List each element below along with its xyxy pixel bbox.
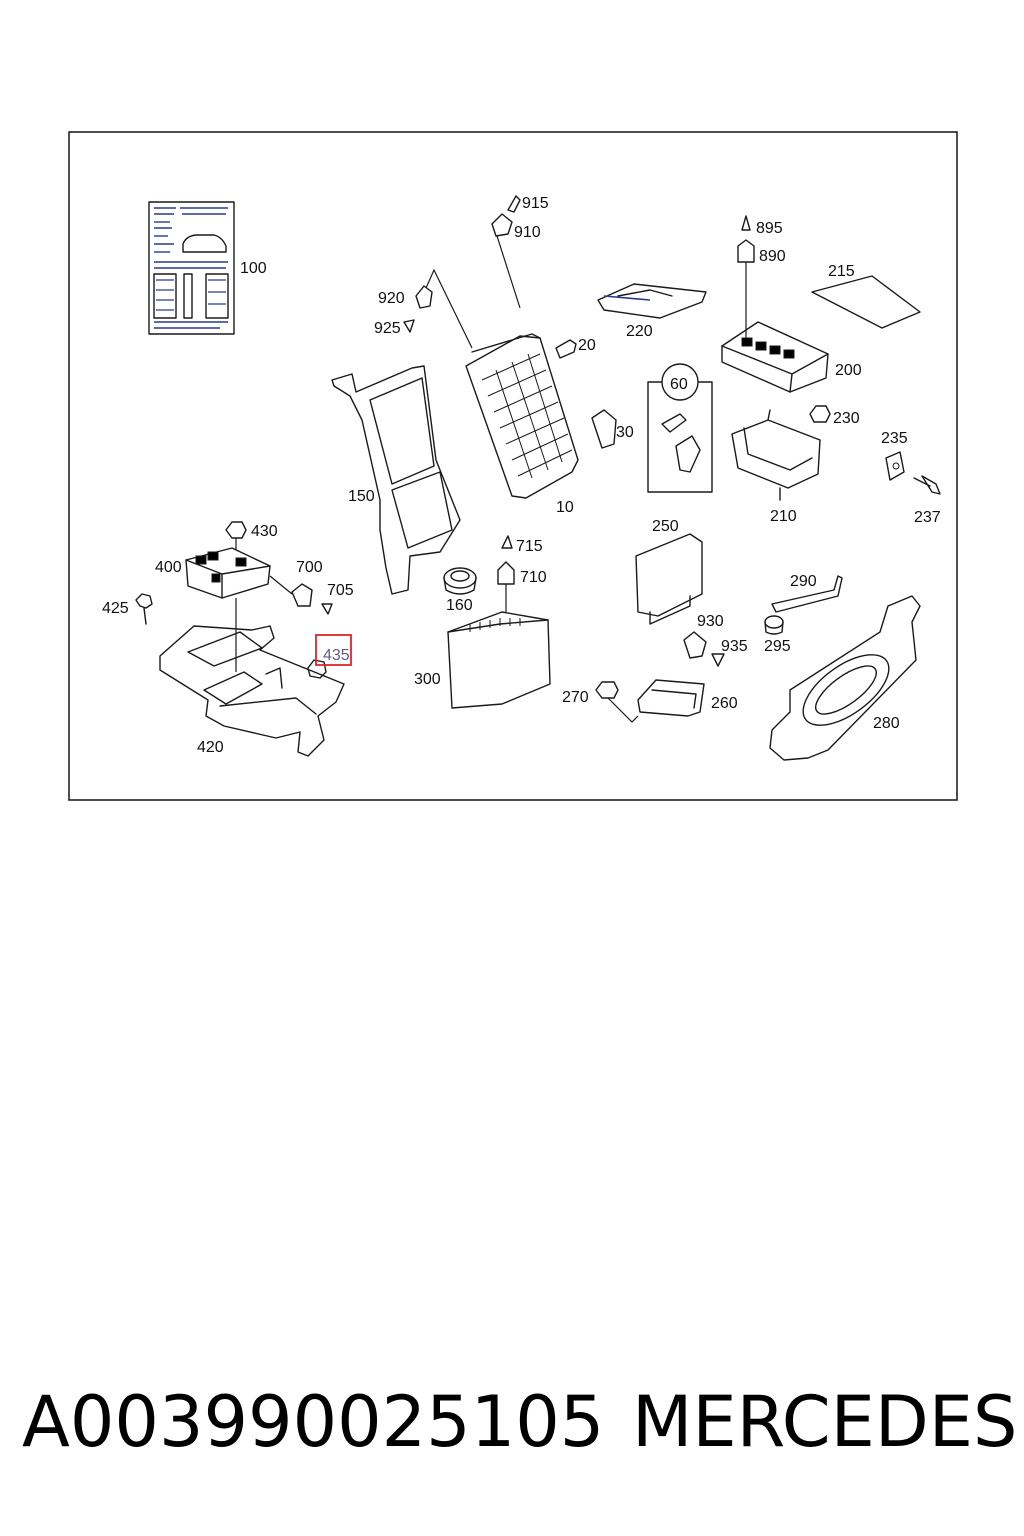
callout-270: 270: [562, 689, 589, 706]
part-435-nut: [307, 659, 327, 679]
callout-20: 20: [578, 337, 596, 354]
callout-30: 30: [616, 424, 634, 441]
callout-10: 10: [556, 499, 574, 516]
callout-425: 425: [102, 600, 129, 617]
callout-300: 300: [414, 671, 441, 688]
part-890-terminal: [737, 239, 755, 263]
highlighted-callout-435[interactable]: 435: [315, 634, 352, 666]
part-925-pin: [403, 319, 415, 333]
part-100-label-sheet: [148, 201, 235, 335]
part-10-fuse-box: [465, 333, 579, 499]
part-160-grommet: [443, 567, 477, 595]
part-250-module: [635, 533, 703, 625]
callout-715: 715: [516, 538, 543, 555]
highlight-box: [315, 634, 352, 666]
callout-895: 895: [756, 220, 783, 237]
part-210-bracket: [731, 409, 821, 501]
parts-diagram: 915 910 895 890 215 100 920 925 20 220 2…: [68, 131, 958, 801]
callout-915: 915: [522, 195, 549, 212]
product-footer: A003990025105 MERCEDES: [0, 1372, 1024, 1472]
part-700-terminal: [291, 583, 313, 607]
callout-930: 930: [697, 613, 724, 630]
diagram-frame: [68, 131, 958, 801]
part-30-relay: [591, 409, 617, 449]
callout-235: 235: [881, 430, 908, 447]
part-710-terminal: [497, 561, 515, 585]
part-915-pin: [507, 195, 521, 213]
callout-295: 295: [764, 638, 791, 655]
part-290-bracket: [771, 575, 843, 613]
part-280-bracket: [769, 595, 921, 761]
part-number: A003990025105: [22, 1381, 605, 1463]
part-150-bracket: [331, 365, 461, 595]
part-430-nut: [225, 521, 247, 539]
brand-name: MERCEDES: [632, 1381, 1018, 1463]
part-60-relay-set: [647, 363, 713, 493]
callout-705: 705: [327, 582, 354, 599]
part-237-screw: [913, 475, 941, 495]
callout-250: 250: [652, 518, 679, 535]
part-400-module: [185, 547, 271, 599]
callout-210: 210: [770, 508, 797, 525]
callout-435: 435: [323, 647, 350, 664]
part-910-terminal: [491, 213, 513, 237]
callout-910: 910: [514, 224, 541, 241]
part-715-pin: [501, 535, 513, 549]
callout-230: 230: [833, 410, 860, 427]
callout-labels: 915 910 895 890 215 100 920 925 20 220 2…: [102, 195, 941, 756]
part-420-bracket: [159, 625, 345, 757]
callout-280: 280: [873, 715, 900, 732]
part-270-nut: [595, 681, 619, 699]
callout-290: 290: [790, 573, 817, 590]
callout-200: 200: [835, 362, 862, 379]
part-200-control-unit: [721, 321, 829, 393]
callout-100: 100: [240, 260, 267, 277]
part-220-cover: [597, 283, 707, 319]
part-705-pin: [321, 603, 333, 615]
callout-150: 150: [348, 488, 375, 505]
callout-710: 710: [520, 569, 547, 586]
callout-400: 400: [155, 559, 182, 576]
callout-60: 60: [670, 376, 688, 393]
callout-935: 935: [721, 638, 748, 655]
part-235-clip: [885, 451, 905, 481]
callout-220: 220: [626, 323, 653, 340]
part-895-pin: [741, 215, 751, 231]
part-20-clip: [555, 339, 577, 359]
part-920-terminal: [415, 285, 433, 309]
callout-920: 920: [378, 290, 405, 307]
callout-260: 260: [711, 695, 738, 712]
part-295-grommet: [764, 615, 784, 635]
callout-700: 700: [296, 559, 323, 576]
callout-430: 430: [251, 523, 278, 540]
callout-890: 890: [759, 248, 786, 265]
part-935-pin: [711, 653, 725, 667]
part-425-bolt: [135, 593, 153, 625]
part-930-terminal: [683, 631, 707, 659]
part-260-bracket: [637, 679, 705, 717]
part-230-nut: [809, 405, 831, 423]
part-300-control-unit: [447, 611, 551, 709]
callout-925: 925: [374, 320, 401, 337]
callout-215: 215: [828, 263, 855, 280]
callout-237: 237: [914, 509, 941, 526]
part-215-mat: [811, 275, 921, 329]
callout-160: 160: [446, 597, 473, 614]
callout-420: 420: [197, 739, 224, 756]
